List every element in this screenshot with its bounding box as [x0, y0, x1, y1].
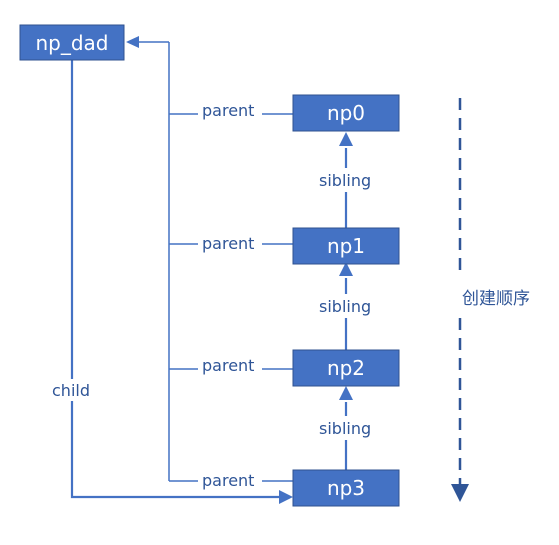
sibling-arrowhead-np0	[339, 132, 353, 146]
creation-order-arrowhead	[451, 484, 469, 502]
node-np-dad-label: np_dad	[35, 31, 108, 55]
node-np-dad: np_dad	[19, 24, 125, 61]
node-np0-label: np0	[327, 101, 365, 125]
child-line	[70, 60, 280, 499]
child-label: child	[52, 381, 90, 400]
sibling-arrowhead-np1	[339, 262, 353, 276]
parent-label-np2: parent	[202, 356, 254, 375]
node-np1: np1	[292, 227, 400, 265]
child-arrowhead	[279, 490, 293, 504]
node-np1-label: np1	[327, 234, 365, 258]
node-np2: np2	[292, 349, 400, 387]
node-np3-label: np3	[327, 476, 365, 500]
creation-order-label: 创建顺序	[462, 289, 530, 309]
sibling-label-3: sibling	[319, 419, 371, 438]
node-np2-label: np2	[327, 356, 365, 380]
parent-arrowhead-dad	[126, 36, 139, 48]
node-np0: np0	[292, 94, 400, 132]
sibling-label-2: sibling	[319, 297, 371, 316]
parent-label-np3: parent	[202, 471, 254, 490]
sibling-arrowhead-np2	[339, 386, 353, 400]
parent-label-np1: parent	[202, 234, 254, 253]
node-np3: np3	[292, 469, 400, 507]
parent-label-np0: parent	[202, 101, 254, 120]
sibling-label-1: sibling	[319, 171, 371, 190]
